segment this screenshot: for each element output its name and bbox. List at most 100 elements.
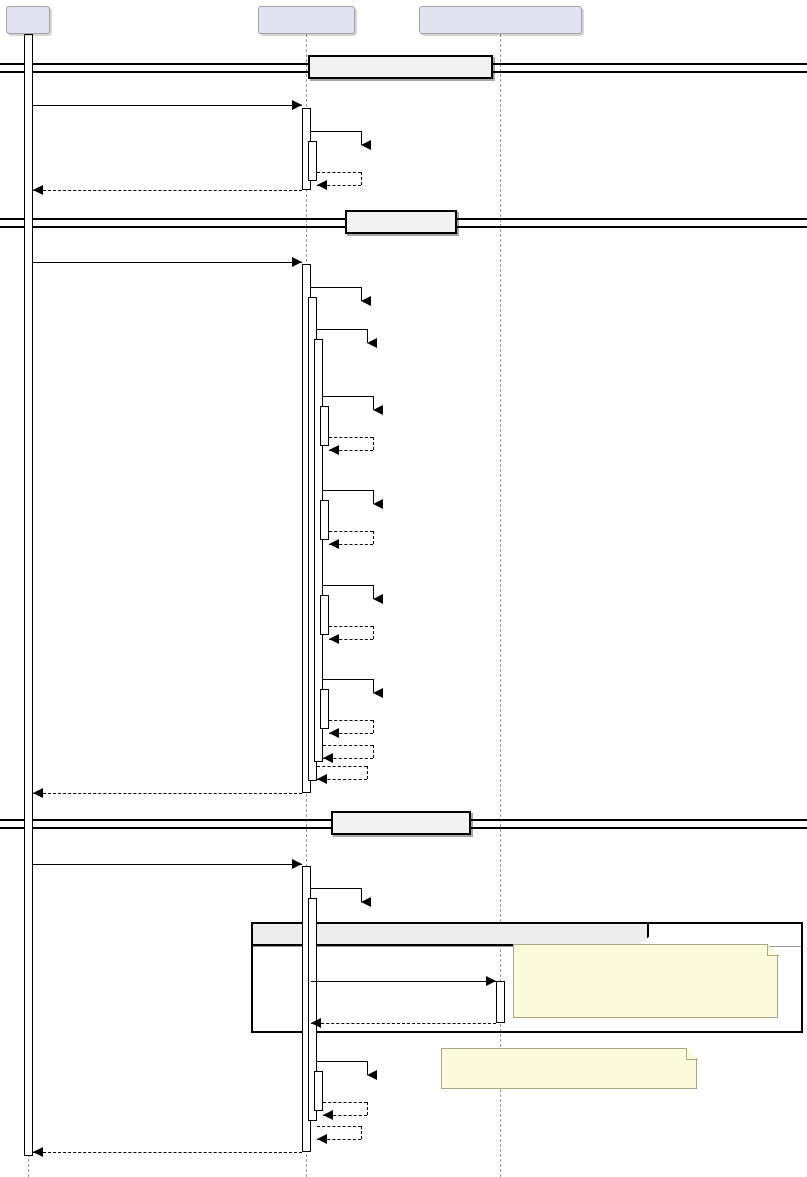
selfcall-bottom-s-m8r (329, 544, 373, 545)
arrow-line-ar-m11r (33, 1152, 302, 1153)
selfcall-top-s-m9r (329, 626, 373, 627)
group-frame-each-deployed-application (251, 922, 803, 1033)
selfcall-head-s-m5r (317, 774, 327, 784)
note-note-deploy-apps (441, 1048, 697, 1089)
selfcall-head-s-m2r (317, 180, 327, 190)
arrow-head-ar-m1r (33, 185, 43, 195)
selfcall-top-s-m8r (329, 531, 373, 532)
activation-a-m8 (320, 500, 329, 540)
activation-a-host (24, 34, 33, 1156)
selfcall-bottom-s-m5r (317, 779, 367, 780)
divider-label-before-start (308, 55, 493, 79)
arrow-line-ar-m4 (33, 262, 302, 263)
selfcall-top-s-m2 (311, 131, 361, 132)
selfcall-head-s-m10 (373, 688, 383, 698)
arrow-head-ar-m11 (292, 859, 302, 869)
arrow-line-ar-m13 (311, 981, 496, 982)
selfcall-side-s-m7 (373, 396, 374, 410)
selfcall-top-s-m9 (323, 585, 373, 586)
selfcall-head-s-m6r (323, 753, 333, 763)
selfcall-side-s-m5r (367, 766, 368, 779)
selfcall-head-s-m5 (361, 296, 371, 306)
selfcall-top-s-m5 (311, 287, 361, 288)
selfcall-top-s-m5r (317, 766, 367, 767)
selfcall-top-s-m12 (311, 888, 361, 889)
selfcall-head-s-m7 (373, 405, 383, 415)
arrow-line-ar-m4r (33, 793, 302, 794)
selfcall-top-s-m14 (317, 1061, 367, 1062)
activation-a-app (496, 981, 505, 1023)
arrow-head-ar-m13r (311, 1018, 321, 1028)
note-fold-icon-note-check-resources (767, 944, 779, 956)
selfcall-top-s-m10r (329, 720, 373, 721)
selfcall-bottom-s-m6r (323, 758, 373, 759)
activation-a-m10 (320, 689, 329, 729)
note-note-check-resources (513, 944, 778, 1018)
activation-a-m9 (320, 595, 329, 635)
arrow-line-ar-m11 (33, 864, 302, 865)
selfcall-head-s-m10r (329, 728, 339, 738)
selfcall-top-s-m6r (323, 745, 373, 746)
arrow-line-ar-m1 (33, 105, 302, 106)
activation-a-m14 (314, 1071, 323, 1111)
selfcall-side-s-m10r (373, 720, 374, 733)
selfcall-side-s-m6r (373, 745, 374, 758)
arrow-head-ar-m4 (292, 257, 302, 267)
selfcall-side-s-m10 (373, 679, 374, 693)
arrow-head-ar-m11r (33, 1147, 43, 1157)
selfcall-bottom-s-m10r (329, 733, 373, 734)
selfcall-side-s-m12 (361, 888, 362, 902)
selfcall-side-s-m8r (373, 531, 374, 544)
selfcall-side-s-m14r (367, 1102, 368, 1115)
selfcall-head-s-m2 (361, 140, 371, 150)
group-label-each-deployed-application (253, 924, 649, 946)
activation-a-c3n (308, 898, 317, 1121)
arrow-line-ar-m13r (311, 1023, 496, 1024)
arrow-line-ar-m1r (33, 190, 302, 191)
selfcall-top-s-m7r (329, 437, 373, 438)
activation-a-m7 (320, 406, 329, 446)
selfcall-top-s-m6 (317, 329, 367, 330)
selfcall-top-s-m10 (323, 679, 373, 680)
participant-host[interactable] (6, 6, 50, 34)
activation-a-c1n (308, 141, 317, 181)
selfcall-head-s-m9 (373, 594, 383, 604)
divider-label-start (345, 210, 457, 234)
selfcall-head-s-m12 (361, 897, 371, 907)
note-fold-icon-note-deploy-apps (686, 1048, 698, 1060)
selfcall-bottom-s-m7r (329, 450, 373, 451)
selfcall-top-s-m2r (317, 172, 361, 173)
arrow-head-ar-m13 (486, 976, 496, 986)
selfcall-top-s-m8 (323, 490, 373, 491)
selfcall-bottom-s-m2r (317, 185, 361, 186)
selfcall-head-s-m12r (317, 1134, 327, 1144)
selfcall-side-s-m12r (361, 1126, 362, 1139)
selfcall-bottom-s-m9r (329, 639, 373, 640)
selfcall-side-s-m9r (373, 626, 374, 639)
selfcall-head-s-m7r (329, 445, 339, 455)
selfcall-side-s-m14 (367, 1061, 368, 1075)
lifeline-app (500, 34, 501, 1177)
selfcall-head-s-m6 (367, 338, 377, 348)
selfcall-head-s-m9r (329, 634, 339, 644)
selfcall-side-s-m8 (373, 490, 374, 504)
selfcall-side-s-m9 (373, 585, 374, 599)
selfcall-head-s-m14 (367, 1070, 377, 1080)
participant-config[interactable] (258, 6, 355, 34)
selfcall-head-s-m8r (329, 539, 339, 549)
selfcall-side-s-m7r (373, 437, 374, 450)
selfcall-head-s-m14r (323, 1110, 333, 1120)
selfcall-side-s-m2 (361, 131, 362, 145)
selfcall-side-s-m6 (367, 329, 368, 343)
arrow-head-ar-m4r (33, 788, 43, 798)
selfcall-side-s-m5 (361, 287, 362, 301)
arrow-head-ar-m1 (292, 100, 302, 110)
participant-app[interactable] (419, 6, 582, 34)
selfcall-top-s-m7 (323, 396, 373, 397)
selfcall-side-s-m2r (361, 172, 362, 185)
selfcall-bottom-s-m14r (323, 1115, 367, 1116)
selfcall-top-s-m12r (317, 1126, 361, 1127)
selfcall-top-s-m14r (323, 1102, 367, 1103)
selfcall-head-s-m8 (373, 499, 383, 509)
